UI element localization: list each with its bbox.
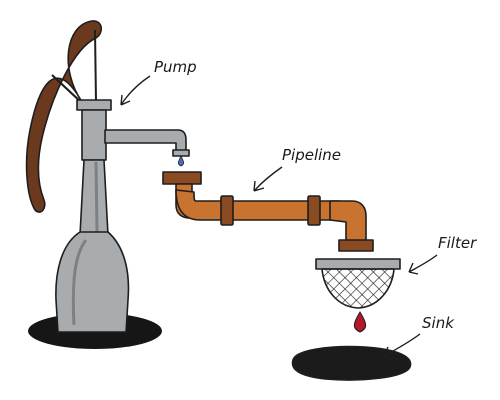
pump-label: Pump xyxy=(154,58,197,76)
pipe-elbow-right xyxy=(330,201,366,242)
filter-mesh xyxy=(322,269,394,308)
pipe-joint-bottom xyxy=(339,240,373,251)
pump-body xyxy=(56,232,129,332)
pipeline-arrow xyxy=(254,167,282,191)
pipe-band-2 xyxy=(308,196,320,225)
filter-rim xyxy=(316,259,400,269)
pipe-band-1 xyxy=(221,196,233,225)
filter-arrow xyxy=(409,255,437,274)
pump-neck xyxy=(80,160,108,235)
pump-upper-cylinder xyxy=(82,110,106,160)
pump-cap xyxy=(77,100,111,110)
pump-arrow xyxy=(121,76,150,105)
sink-label: Sink xyxy=(422,314,455,332)
pipe-joint-top xyxy=(163,172,201,184)
pipeline-label: Pipeline xyxy=(282,146,341,164)
spout-tip xyxy=(173,150,189,156)
pump-spout xyxy=(105,130,186,152)
pump-rod xyxy=(95,30,96,102)
pump-neck-shade xyxy=(96,162,97,232)
red-drop xyxy=(354,312,365,332)
water-drop xyxy=(178,156,183,166)
filter-label: Filter xyxy=(438,234,477,252)
